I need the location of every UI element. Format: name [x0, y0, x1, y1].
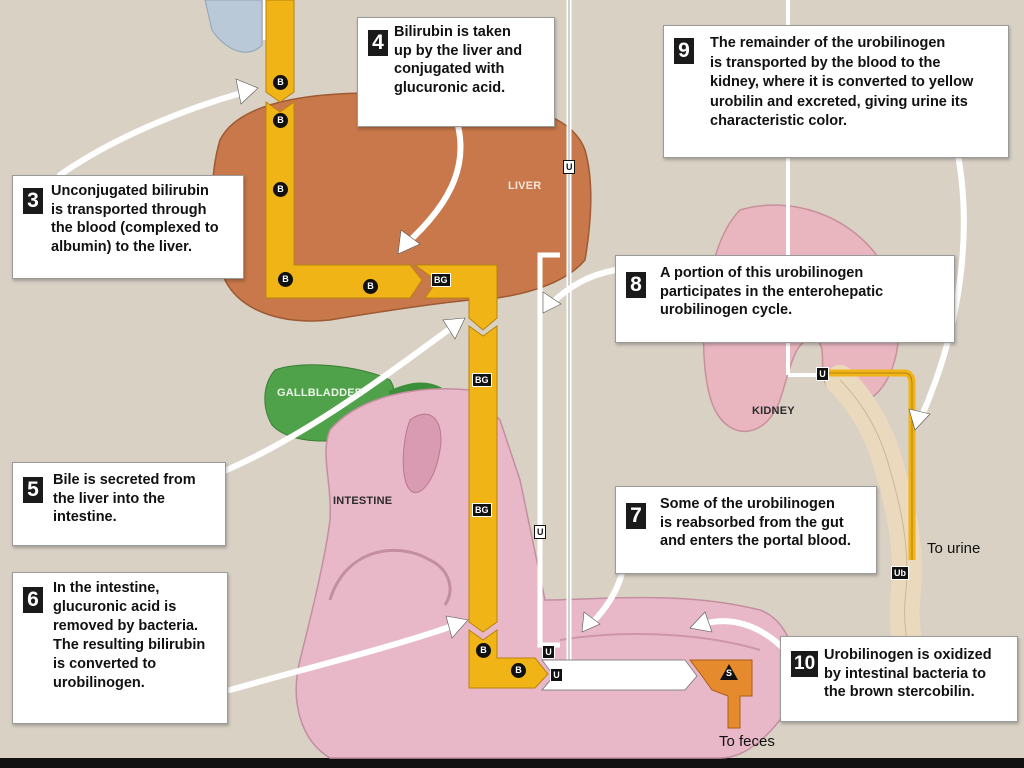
to-urine-label: To urine — [927, 540, 981, 557]
bilirubin-badge: B — [273, 182, 288, 197]
urobilinogen-badge: U — [816, 367, 829, 381]
step-3-number: 3 — [23, 188, 43, 214]
bilirubin-badge: B — [476, 643, 491, 658]
bile-path-descending — [468, 325, 498, 633]
arrow-step-5 — [212, 322, 458, 478]
bilirubin-badge: B — [511, 663, 526, 678]
step-4-text: Bilirubin is taken up by the liver and c… — [394, 24, 523, 96]
kidney-label: KIDNEY — [752, 405, 795, 417]
step-9-text: The remainder of the urobilinogen is tra… — [710, 35, 974, 129]
step-9-number: 9 — [674, 38, 694, 64]
step-6-text: In the intestine, glucuronic acid is rem… — [53, 580, 206, 691]
intestine-fold — [328, 548, 452, 606]
arrowhead-step-4 — [397, 229, 421, 255]
step-4-callout: 4 Bilirubin is taken up by the liver and… — [357, 17, 555, 127]
step-5-callout: 5 Bile is secreted from the liver into t… — [12, 462, 226, 546]
arrow-step-4 — [402, 112, 464, 248]
urobilinogen-badge: U — [534, 525, 546, 539]
stercobilin-path — [689, 659, 753, 729]
bottom-border-bar — [0, 758, 1024, 768]
arrow-step-3 — [57, 89, 248, 178]
urobilinogen-badge: U — [563, 160, 575, 174]
urobilin-path-outline — [825, 372, 913, 560]
bile-path-top — [265, 0, 295, 103]
arrowhead-step-5 — [442, 317, 466, 340]
bilirubin-glucuronide-badge: BG — [431, 273, 451, 287]
spleen-tissue — [204, 0, 263, 53]
urobilinogen-channel — [540, 659, 698, 691]
urobilinogen-badge: U — [542, 645, 555, 659]
intestine-loop — [402, 413, 442, 493]
step-10-number: 10 — [791, 651, 819, 677]
bilirubin-badge: B — [273, 113, 288, 128]
arrowhead-step-9 — [908, 408, 931, 431]
arrowhead-step-6 — [445, 615, 469, 639]
step-7-callout: 7 Some of the urobilinogen is reabsorbed… — [615, 486, 877, 574]
urobilinogen-badge: U — [550, 668, 563, 682]
step-3-text: Unconjugated bilirubin is transported th… — [51, 183, 219, 255]
arrowhead-step-3 — [235, 78, 259, 105]
intestine-label: INTESTINE — [333, 495, 393, 507]
step-5-number: 5 — [23, 477, 43, 503]
step-7-number: 7 — [626, 503, 646, 529]
liver-label: LIVER — [508, 180, 542, 192]
urobilin-badge: Ub — [891, 566, 909, 580]
step-10-text: Urobilinogen is oxidized by intestinal b… — [824, 647, 992, 700]
gallbladder-label: GALLBLADDER — [277, 387, 363, 399]
bilirubin-badge: B — [273, 75, 288, 90]
arrowhead-step-7 — [581, 611, 601, 633]
arrow-step-8 — [547, 267, 618, 308]
bilirubin-badge: B — [363, 279, 378, 294]
bilirubin-badge: B — [278, 272, 293, 287]
step-7-text: Some of the urobilinogen is reabsorbed f… — [660, 496, 851, 549]
bilirubin-glucuronide-badge: BG — [472, 503, 492, 517]
step-6-callout: 6 In the intestine, glucuronic acid is r… — [12, 572, 228, 724]
step-8-text: A portion of this urobilinogen participa… — [660, 265, 884, 318]
intestine-inner — [559, 633, 761, 651]
step-9-callout: 9 The remainder of the urobilinogen is t… — [663, 25, 1009, 158]
step-4-number: 4 — [368, 30, 388, 56]
bilirubin-glucuronide-badge: BG — [472, 373, 492, 387]
step-6-number: 6 — [23, 587, 43, 613]
step-8-callout: 8 A portion of this urobilinogen partici… — [615, 255, 955, 343]
step-3-callout: 3 Unconjugated bilirubin is transported … — [12, 175, 244, 279]
arrowhead-step-10 — [689, 611, 713, 633]
step-8-number: 8 — [626, 272, 646, 298]
arrow-step-6 — [227, 622, 458, 693]
arrow-step-9 — [917, 137, 967, 423]
step-5-text: Bile is secreted from the liver into the… — [53, 472, 196, 525]
arrowhead-step-8 — [542, 291, 562, 314]
to-feces-label: To feces — [719, 733, 775, 750]
step-10-callout: 10 Urobilinogen is oxidized by intestina… — [780, 636, 1018, 722]
